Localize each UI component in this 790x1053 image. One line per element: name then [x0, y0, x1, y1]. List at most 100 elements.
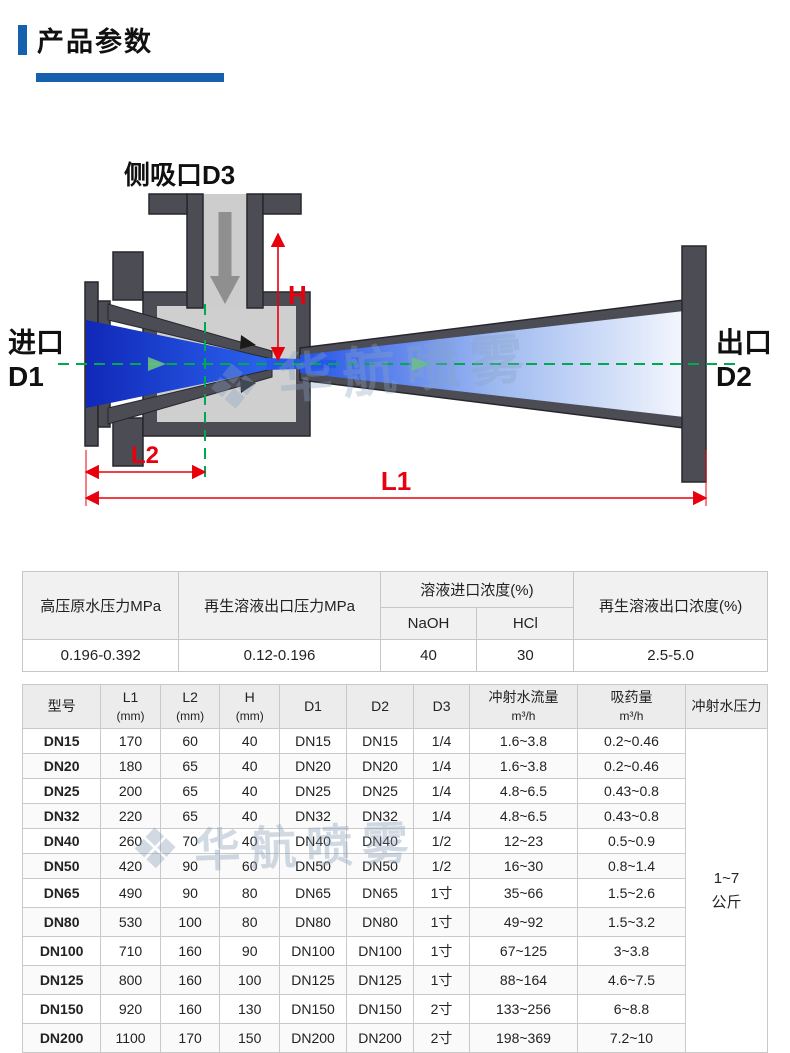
spec-value-cell: DN25	[278, 778, 348, 804]
ejector-diagram-section: H L2 L1 侧吸口D3 进口 D1 出口 D2 ❖ 华航喷雾	[0, 154, 790, 516]
spec-value-cell: 260	[100, 828, 161, 854]
spec-value-cell: 90	[159, 878, 221, 908]
hcl-header: HCl	[476, 607, 575, 640]
spec-value-cell: 1寸	[413, 936, 470, 966]
spec-value-cell: 60	[159, 728, 221, 754]
spec-value-cell: 1.6~3.8	[468, 753, 578, 779]
spec-value-cell: DN32	[346, 803, 415, 829]
spec-value-cell: 16~30	[468, 853, 578, 879]
spec-value-cell: 198~369	[468, 1023, 578, 1053]
spec-value-cell: 1/4	[413, 753, 470, 779]
spec-value-cell: 800	[100, 965, 161, 995]
jet-pressure-header: 冲射水压力	[685, 684, 768, 729]
spec-model-cell: DN20	[21, 753, 102, 779]
spec-value-cell: DN200	[346, 1023, 415, 1053]
spec-value-cell: 2寸	[413, 1023, 470, 1053]
header-unit: (mm)	[235, 708, 264, 723]
spec-value-cell: DN20	[346, 753, 415, 779]
d1-header: D1	[278, 684, 348, 729]
spec-value-cell: 6~8.8	[576, 994, 687, 1024]
title-row: 产品参数	[18, 20, 790, 59]
naoh-header: NaOH	[379, 607, 478, 640]
watermark-logo-icon: ❖	[203, 351, 264, 425]
pressure-table: 高压原水压力MPa 再生溶液出口压力MPa 溶液进口浓度(%) 再生溶液出口浓度…	[21, 571, 768, 672]
l2-header: L2 (mm)	[159, 684, 221, 729]
model-header: 型号	[21, 684, 102, 729]
spec-value-cell: 170	[159, 1023, 221, 1053]
spec-value-cell: 4.6~7.5	[576, 965, 687, 995]
spec-value-cell: 133~256	[468, 994, 578, 1024]
header-unit: (mm)	[176, 708, 205, 723]
header-label: L1	[122, 689, 139, 705]
side-port-flange-right	[262, 193, 302, 215]
flow-direction-arrow-left	[148, 357, 166, 371]
page-title: 产品参数	[37, 27, 153, 57]
spec-model-cell: DN125	[21, 965, 102, 995]
spec-value-cell: DN50	[278, 853, 348, 879]
hcl-value: 30	[476, 639, 575, 672]
spec-value-cell: 80	[219, 907, 280, 937]
spec-value-cell: 4.8~6.5	[468, 778, 578, 804]
spec-value-cell: 1.6~3.8	[468, 728, 578, 754]
spec-value-cell: 160	[159, 994, 221, 1024]
inlet-label: 进口	[8, 327, 64, 358]
housing-stub-top	[112, 251, 144, 301]
spec-model-cell: DN100	[21, 936, 102, 966]
spec-value-cell: 0.8~1.4	[576, 853, 687, 879]
spec-model-cell: DN15	[21, 728, 102, 754]
spec-value-cell: DN80	[346, 907, 415, 937]
spec-value-cell: 65	[159, 778, 221, 804]
spec-value-cell: 1/2	[413, 828, 470, 854]
inlet-flow	[86, 320, 270, 408]
spec-value-cell: DN65	[278, 878, 348, 908]
spec-value-cell: 35~66	[468, 878, 578, 908]
spec-value-cell: 1/4	[413, 803, 470, 829]
l1-header: L1(mm)	[100, 684, 161, 729]
spec-value-cell: 160	[159, 936, 221, 966]
suction-arrow-upper	[240, 335, 256, 349]
pressure-header-row: 高压原水压力MPa 再生溶液出口压力MPa 溶液进口浓度(%) 再生溶液出口浓度…	[21, 571, 768, 640]
spec-value-cell: DN100	[278, 936, 348, 966]
spec-value-cell: DN125	[346, 965, 415, 995]
spec-value-cell: 160	[159, 965, 221, 995]
spec-value-cell: 3~3.8	[576, 936, 687, 966]
spec-value-cell: DN15	[278, 728, 348, 754]
spec-value-cell: 490	[100, 878, 161, 908]
spec-value-cell: 0.2~0.46	[576, 728, 687, 754]
spec-value-cell: 40	[219, 753, 280, 779]
flow-direction-arrow-right	[412, 357, 430, 371]
page-header: 产品参数	[0, 0, 790, 82]
outlet-d2-label: D2	[716, 361, 752, 392]
outlet-concentration-value: 2.5-5.0	[573, 639, 768, 672]
header-label: 吸药量	[610, 689, 653, 705]
pressure-values-row: 0.196-0.392 0.12-0.196 40 30 2.5-5.0	[21, 639, 768, 672]
spec-value-cell: 2寸	[413, 994, 470, 1024]
spec-model-cell: DN32	[21, 803, 102, 829]
spec-value-cell: 60	[219, 853, 280, 879]
spec-value-cell: 170	[100, 728, 161, 754]
spec-value-cell: 80	[219, 878, 280, 908]
dimension-h-label: H	[288, 280, 307, 310]
title-accent-bar	[18, 24, 27, 55]
spec-value-cell: 180	[100, 753, 161, 779]
spec-value-cell: 1/4	[413, 728, 470, 754]
header-label: L2	[182, 689, 198, 705]
raw-water-pressure-header: 高压原水压力MPa	[21, 571, 180, 640]
spec-value-cell: DN20	[278, 753, 348, 779]
spec-value-cell: DN65	[346, 878, 415, 908]
spec-model-cell: DN150	[21, 994, 102, 1024]
side-port-label: 侧吸口D3	[124, 160, 235, 190]
spec-value-cell: DN150	[278, 994, 348, 1024]
